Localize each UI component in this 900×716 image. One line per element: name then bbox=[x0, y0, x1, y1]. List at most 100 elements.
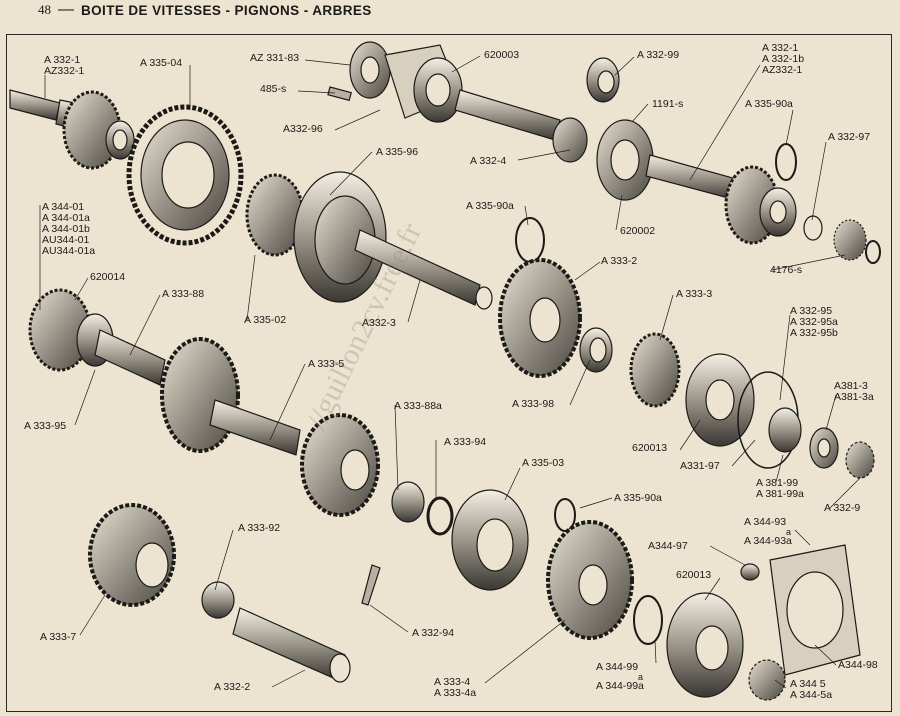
middle-gear-shaft bbox=[245, 171, 875, 479]
part-label-a33392: A 333-92 bbox=[238, 523, 280, 534]
part-label-b620014: 620014 bbox=[90, 272, 125, 283]
part-number-text: A 381-99 bbox=[756, 477, 799, 489]
part-number-text: A 335-03 bbox=[522, 457, 565, 469]
part-number-text: A 344-5a bbox=[790, 689, 833, 701]
part-label-a3322: A 332-2 bbox=[214, 682, 250, 693]
part-number-text: A 333-95 bbox=[24, 420, 67, 432]
top-input-shaft bbox=[327, 41, 881, 264]
part-number-text: 4176-s bbox=[770, 264, 803, 276]
part-label-a3333: A 333-3 bbox=[676, 289, 712, 300]
part-number-text: A 344-01 bbox=[42, 201, 85, 213]
part-number-text: A 344-01b bbox=[42, 223, 90, 235]
part-number-text: A 333-5 bbox=[308, 358, 345, 370]
part-label-b620003: 620003 bbox=[484, 50, 519, 61]
part-label-a33296: A332-96 bbox=[283, 124, 323, 135]
part-number-text: 620002 bbox=[620, 225, 656, 237]
part-number-text: A 332-4 bbox=[470, 155, 507, 167]
part-number-text: 620013 bbox=[632, 442, 668, 454]
part-number-text: A 332-2 bbox=[214, 681, 251, 693]
part-number-text: A 333-3 bbox=[676, 288, 713, 300]
part-number-text: A332-3 bbox=[362, 317, 396, 329]
page-header: 48 — BOITE DE VITESSES - PIGNONS - ARBRE… bbox=[38, 1, 372, 19]
part-number-text: A 333-2 bbox=[601, 255, 638, 267]
part-number-text: A 332-1 bbox=[44, 54, 81, 66]
part-label-a33297: A 332-97 bbox=[828, 132, 870, 143]
part-label-a3332: A 333-2 bbox=[601, 256, 637, 267]
part-number-text: A 344-99 bbox=[596, 661, 639, 673]
part-number-text: A 333-98 bbox=[512, 398, 555, 410]
part-label-a3323: A332-3 bbox=[362, 318, 396, 329]
part-number-text: a bbox=[638, 672, 644, 682]
part-number-text: A 335-90a bbox=[614, 492, 662, 504]
part-number-text: A 333-88a bbox=[394, 400, 442, 412]
part-number-text: 620003 bbox=[484, 49, 520, 61]
diagram-frame bbox=[6, 34, 892, 712]
part-number-text: a bbox=[786, 527, 792, 537]
part-label-b620013-low: 620013 bbox=[676, 570, 711, 581]
lower-countershaft bbox=[28, 288, 861, 701]
part-number-text: A 333-4 bbox=[434, 676, 471, 688]
part-label-b620002: 620002 bbox=[620, 226, 655, 237]
part-label-a33504: A 335-04 bbox=[140, 58, 182, 69]
part-number-text: A344-98 bbox=[838, 659, 878, 671]
part-number-text: 1191-s bbox=[652, 98, 684, 110]
page-number: 48 bbox=[38, 2, 51, 17]
part-label-a33299: A 332-99 bbox=[637, 50, 679, 61]
part-number-text: A381-3 bbox=[834, 380, 868, 392]
part-number-text: A 332-97 bbox=[828, 131, 871, 143]
part-number-text: A 332-95a bbox=[790, 316, 838, 328]
part-label-a3335: A 333-5 bbox=[308, 359, 344, 370]
part-label-a33388a: A 333-88a bbox=[394, 401, 442, 412]
part-number-text: AZ332-1 bbox=[762, 64, 803, 76]
part-label-a33590a-top: A 335-90a bbox=[745, 99, 793, 110]
part-number-text: A 332-95 bbox=[790, 305, 833, 317]
part-label-a33590a-low: A 335-90a bbox=[614, 493, 662, 504]
part-number-text: A 332-99 bbox=[637, 49, 680, 61]
part-number-text: A 333-94 bbox=[444, 436, 487, 448]
part-number-text: 485-s bbox=[260, 83, 287, 95]
part-label-a3324: A 332-4 bbox=[470, 156, 506, 167]
part-number-text: A 335-02 bbox=[244, 314, 287, 326]
part-number-text: 620014 bbox=[90, 271, 126, 283]
part-label-a33502: A 335-02 bbox=[244, 315, 286, 326]
part-number-text: AZ332-1 bbox=[44, 65, 85, 77]
part-label-a33503: A 335-03 bbox=[522, 458, 564, 469]
part-number-text: A 335-90a bbox=[466, 200, 514, 212]
part-number-text: A381-3a bbox=[834, 391, 874, 403]
part-number-text: A 332-1 bbox=[762, 42, 799, 54]
upper-left-shaft-assembly bbox=[9, 89, 244, 246]
part-label-a33394: A 333-94 bbox=[444, 437, 486, 448]
part-number-text: A331-97 bbox=[680, 460, 720, 472]
leader-lines bbox=[39, 55, 861, 689]
part-label-a33395: A 333-95 bbox=[24, 421, 66, 432]
part-number-text: A 344-99a bbox=[596, 680, 644, 692]
part-label-b620013-mid: 620013 bbox=[632, 443, 667, 454]
part-number-text: A 344 5 bbox=[790, 678, 826, 690]
part-number-text: A344-97 bbox=[648, 540, 688, 552]
bottom-left-parts bbox=[88, 503, 381, 683]
part-number-text: A 335-96 bbox=[376, 146, 419, 158]
part-number-text: 620013 bbox=[676, 569, 712, 581]
part-number-text: A 332-95b bbox=[790, 327, 838, 339]
part-label-a33398: A 333-98 bbox=[512, 399, 554, 410]
part-number-text: A 333-88 bbox=[162, 288, 205, 300]
part-number-text: A 335-90a bbox=[745, 98, 793, 110]
part-label-b485s: 485-s bbox=[260, 84, 286, 95]
part-label-a33197: A331-97 bbox=[680, 461, 720, 472]
part-label-a33596: A 335-96 bbox=[376, 147, 418, 158]
part-number-text: A 344-93 bbox=[744, 516, 787, 528]
part-number-text: A 333-92 bbox=[238, 522, 281, 534]
part-number-text: A 332-1b bbox=[762, 53, 805, 65]
part-number-text: A 344-93a bbox=[744, 535, 792, 547]
